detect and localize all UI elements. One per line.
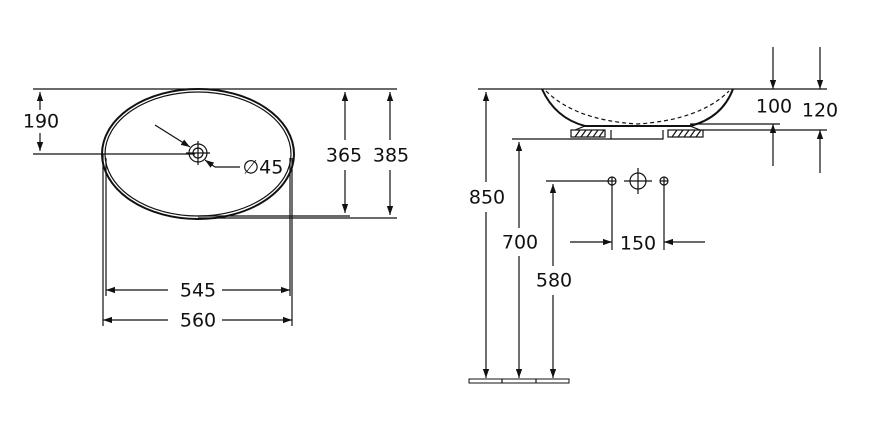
dim-inner-depth: 365 (326, 145, 362, 167)
dim-counter-height: 700 (502, 232, 538, 254)
floor-line (468, 378, 570, 384)
dim-outer-width: 560 (180, 310, 216, 332)
top-view: ∅45 190 545 560 365 385 (23, 88, 409, 332)
dim-drain-diameter: ∅45 (243, 157, 284, 179)
dim-rim-height: 850 (469, 187, 505, 209)
dim-bowl-height: 100 (756, 96, 792, 118)
drain-icon (186, 141, 210, 165)
dim-supply-spacing: 150 (620, 233, 656, 255)
dim-outer-depth: 385 (373, 145, 409, 167)
basin-outer-rim (101, 88, 295, 220)
basin-profile (541, 88, 734, 127)
dim-total-height: 120 (802, 100, 838, 122)
dim-inner-width: 545 (180, 280, 216, 302)
side-view: 100 120 850 700 580 150 (468, 47, 838, 384)
dim-drain-offset: 190 (23, 111, 59, 133)
countertop-hatch (570, 129, 704, 138)
supply-connections-icon (607, 168, 669, 194)
drain-leader-arrow (154, 124, 191, 148)
dim-supply-height: 580 (536, 270, 572, 292)
drain-body (610, 130, 664, 140)
basin-inner-profile (545, 90, 730, 125)
